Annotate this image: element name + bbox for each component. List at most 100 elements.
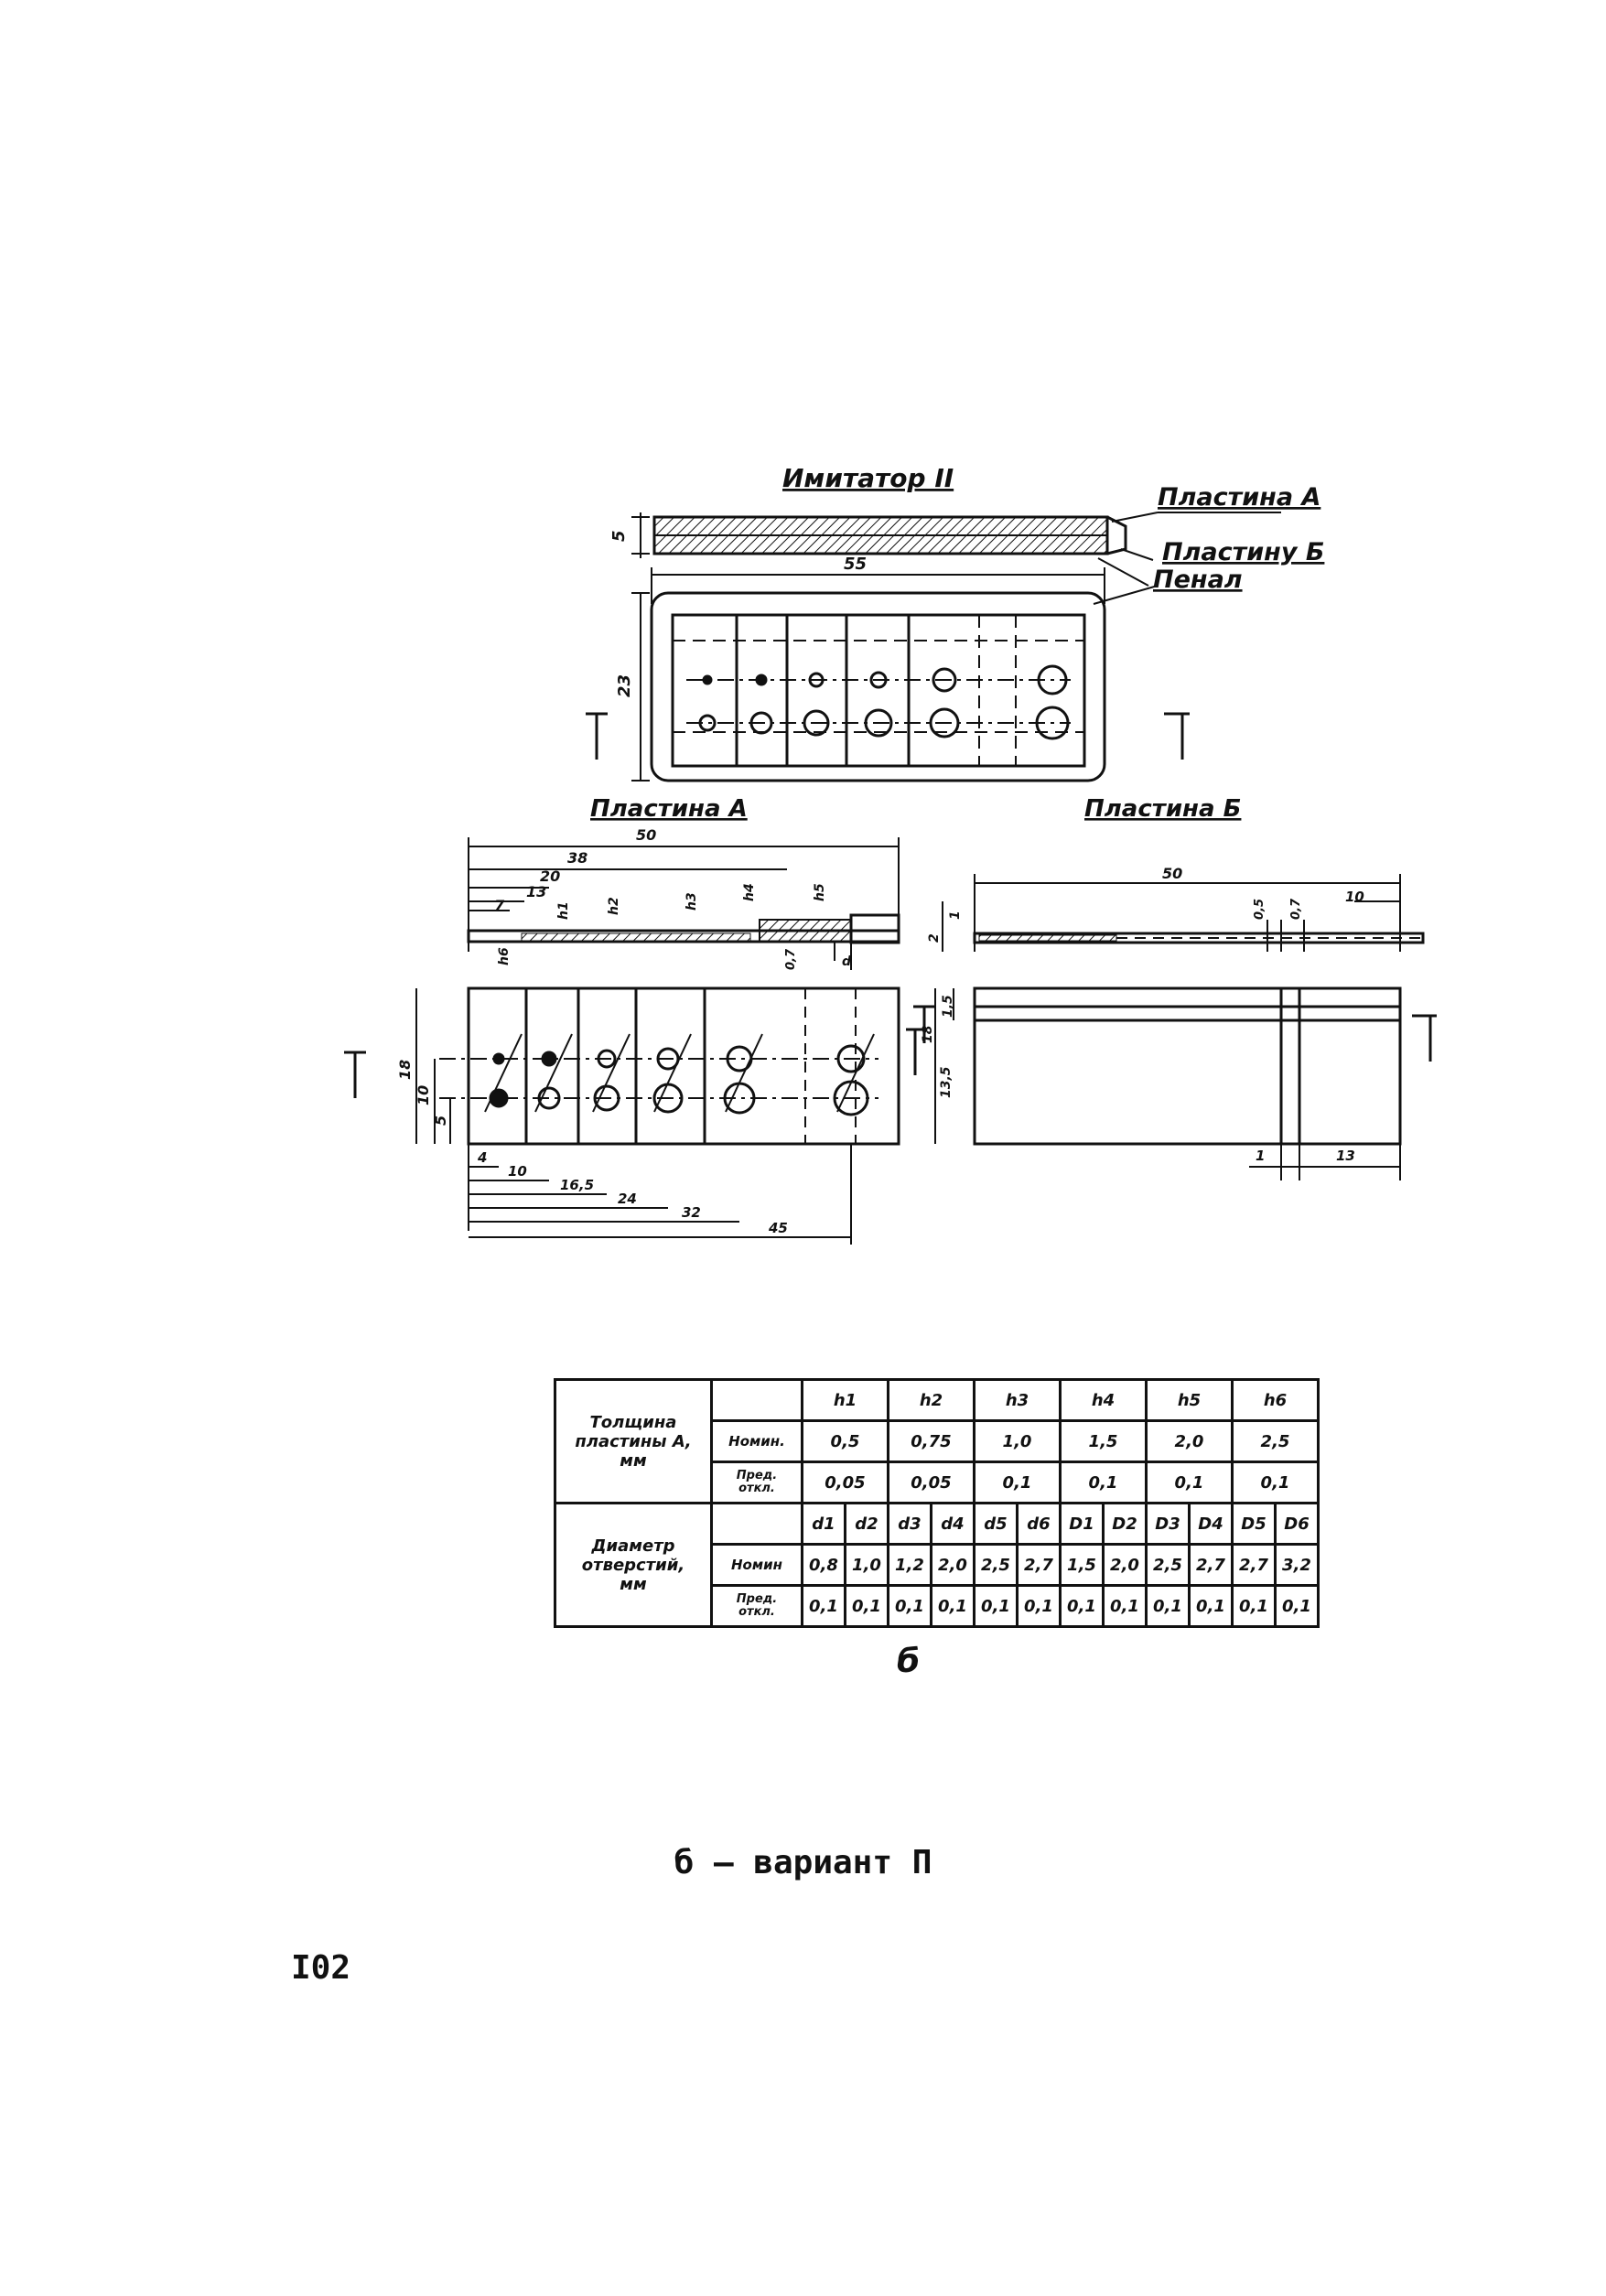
tolerance-label: Пред. откл. <box>710 1461 803 1504</box>
d-tolerance: 0,1 <box>1102 1584 1148 1628</box>
d-header: D6 <box>1274 1502 1320 1546</box>
thickness-label-line2: пластины А, <box>575 1431 692 1451</box>
d-tolerance: 0,1 <box>1059 1584 1105 1628</box>
label-plate-b-title: Пластина Б <box>1084 795 1241 823</box>
h-tolerance: 0,05 <box>801 1461 889 1504</box>
d-nominal: 2,7 <box>1188 1543 1234 1587</box>
h-tolerance: 0,1 <box>973 1461 1062 1504</box>
h-header: h2 <box>887 1378 975 1422</box>
h-nominal: 2,5 <box>1231 1419 1320 1463</box>
d-nominal: 2,7 <box>1016 1543 1062 1587</box>
d-header: d6 <box>1016 1502 1062 1546</box>
diameter-label-line1: Диаметр <box>591 1536 675 1556</box>
h-tolerance: 0,1 <box>1145 1461 1234 1504</box>
technical-drawing: Имитатор II Пластина А Пластину Б Пенал … <box>344 463 1437 1245</box>
d-nominal: 0,8 <box>801 1543 846 1587</box>
dim-b-135: 13,5 <box>939 1066 954 1098</box>
d-tolerance: 0,1 <box>1188 1584 1234 1628</box>
dim-a-d: d <box>842 954 852 969</box>
tolerance-label-line2: откл. <box>738 1482 775 1495</box>
h-header: h6 <box>1231 1378 1320 1422</box>
thickness-label-line3: мм <box>620 1450 647 1471</box>
plate-b-plan <box>913 986 1437 1180</box>
dim-a-5: 5 <box>432 1116 449 1126</box>
d-nominal: 2,7 <box>1231 1543 1277 1587</box>
table-caption: б <box>897 1643 921 1680</box>
h-tolerance: 0,05 <box>887 1461 975 1504</box>
nominal-label: Номин. <box>710 1419 803 1463</box>
d-header: D5 <box>1231 1502 1277 1546</box>
d-tolerance: 0,1 <box>887 1584 932 1628</box>
dim-a-24: 24 <box>618 1191 637 1207</box>
dim-a-13: 13 <box>526 883 546 900</box>
dim-55: 55 <box>844 555 867 574</box>
figure-caption: б – вариант П <box>674 1844 932 1881</box>
tolerance-label-line1: Пред. <box>736 1592 778 1606</box>
dim-a-4: 4 <box>477 1149 487 1166</box>
h-tolerance: 0,1 <box>1231 1461 1320 1504</box>
d-header: d4 <box>930 1502 975 1546</box>
dim-b-1b: 1 <box>1256 1148 1265 1164</box>
h-nominal: 1,0 <box>973 1419 1062 1463</box>
d-header: D2 <box>1102 1502 1148 1546</box>
diameter-label-line2: отверстий, <box>581 1555 685 1575</box>
dim-a-20: 20 <box>540 868 560 885</box>
d-tolerance: 0,1 <box>930 1584 975 1628</box>
plate-a-section <box>467 837 900 970</box>
h-nominal: 0,5 <box>801 1419 889 1463</box>
d-nominal: 3,2 <box>1274 1543 1320 1587</box>
h-header: h4 <box>1059 1378 1148 1422</box>
h-nominal: 0,75 <box>887 1419 975 1463</box>
label-imitator: Имитатор II <box>782 463 954 493</box>
dim-h3: h3 <box>684 892 699 911</box>
d-tolerance: 0,1 <box>801 1584 846 1628</box>
d-header: d1 <box>801 1502 846 1546</box>
label-plate-a: Пластина А <box>1158 483 1320 512</box>
empty-cell <box>710 1378 803 1422</box>
dim-a-32: 32 <box>682 1204 701 1221</box>
dim-b-07: 0,7 <box>1289 898 1303 920</box>
page-number: I02 <box>291 1949 351 1987</box>
h-tolerance: 0,1 <box>1059 1461 1148 1504</box>
d-nominal: 1,0 <box>844 1543 889 1587</box>
thickness-label: Толщина пластины А, мм <box>554 1378 713 1504</box>
d-tolerance: 0,1 <box>1274 1584 1320 1628</box>
dim-h4: h4 <box>742 883 757 901</box>
dim-a-38: 38 <box>567 849 587 867</box>
label-pencil-case: Пенал <box>1153 566 1243 594</box>
tolerance-label-line1: Пред. <box>736 1469 778 1482</box>
empty-cell <box>710 1502 803 1546</box>
dim-a-7: 7 <box>494 897 505 914</box>
d-header: D1 <box>1059 1502 1105 1546</box>
d-header: d5 <box>973 1502 1019 1546</box>
dim-a-50: 50 <box>636 826 656 844</box>
d-tolerance: 0,1 <box>1231 1584 1277 1628</box>
dim-a-45: 45 <box>768 1220 788 1236</box>
h-nominal: 2,0 <box>1145 1419 1234 1463</box>
d-tolerance: 0,1 <box>1145 1584 1191 1628</box>
diameter-label-line3: мм <box>620 1574 647 1594</box>
h-header: h5 <box>1145 1378 1234 1422</box>
dim-5: 5 <box>609 530 629 542</box>
h-nominal: 1,5 <box>1059 1419 1148 1463</box>
dim-a-165: 16,5 <box>560 1177 594 1193</box>
d-header: d3 <box>887 1502 932 1546</box>
d-nominal: 2,5 <box>1145 1543 1191 1587</box>
dim-b-10: 10 <box>1345 889 1364 905</box>
dim-a-10: 10 <box>415 1085 432 1105</box>
case-plan-view <box>586 567 1190 782</box>
dim-a-18: 18 <box>396 1060 414 1080</box>
dim-b-50: 50 <box>1162 865 1182 882</box>
h-header: h1 <box>801 1378 889 1422</box>
spec-table: Толщина пластины А, мм h1 h2 h3 h4 h5 h6… <box>554 1378 1320 1628</box>
d-header: D4 <box>1188 1502 1234 1546</box>
h-header: h3 <box>973 1378 1062 1422</box>
d-nominal: 2,0 <box>930 1543 975 1587</box>
dim-h2: h2 <box>607 897 621 915</box>
dim-h5: h5 <box>813 883 827 901</box>
dim-a-07: 0,7 <box>784 948 798 970</box>
dim-b-18: 18 <box>921 1025 935 1043</box>
d-header: d2 <box>844 1502 889 1546</box>
nominal-label: Номин <box>710 1543 803 1587</box>
d-nominal: 2,0 <box>1102 1543 1148 1587</box>
